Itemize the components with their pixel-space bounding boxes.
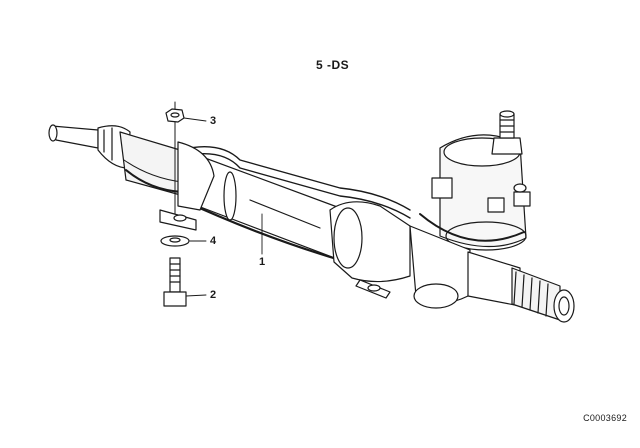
diagram-group-code: 5 -DS bbox=[316, 58, 350, 72]
left-bellows bbox=[119, 131, 185, 197]
hex-nut-shape bbox=[165, 108, 185, 123]
right-bellows bbox=[467, 251, 575, 323]
document-id: C0003692 bbox=[583, 413, 627, 423]
input-shaft bbox=[491, 110, 523, 155]
callout-steering-gear[interactable]: 1 bbox=[259, 256, 266, 268]
mounting-clamp bbox=[159, 141, 215, 231]
hex-bolt-shape bbox=[163, 257, 187, 307]
callout-washer[interactable]: 4 bbox=[210, 235, 217, 247]
gear-housing bbox=[329, 201, 411, 299]
washer-shape bbox=[160, 235, 190, 247]
left-tie-rod bbox=[48, 124, 131, 169]
pinion-housing bbox=[409, 225, 471, 309]
callout-hex-nut[interactable]: 3 bbox=[210, 115, 217, 127]
hydraulic-lines bbox=[179, 145, 411, 219]
callout-hex-bolt[interactable]: 2 bbox=[210, 289, 217, 301]
callout-leaders bbox=[183, 117, 263, 297]
valve-body bbox=[419, 134, 531, 251]
